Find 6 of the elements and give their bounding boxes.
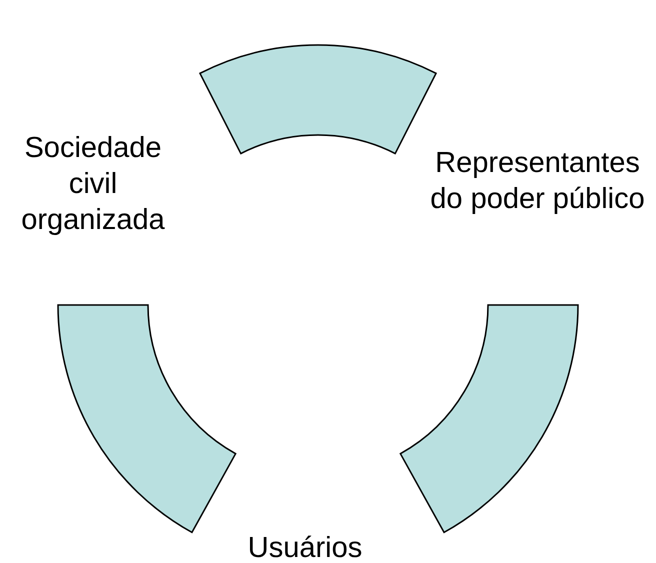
arc-segment [57, 304, 236, 534]
arc-segment [400, 304, 579, 534]
text-label: Representantes do poder público [429, 146, 646, 217]
text-label: Sociedade civil organizada [20, 131, 166, 238]
arc-segment [199, 44, 437, 154]
text-label: Usuários [246, 531, 364, 563]
